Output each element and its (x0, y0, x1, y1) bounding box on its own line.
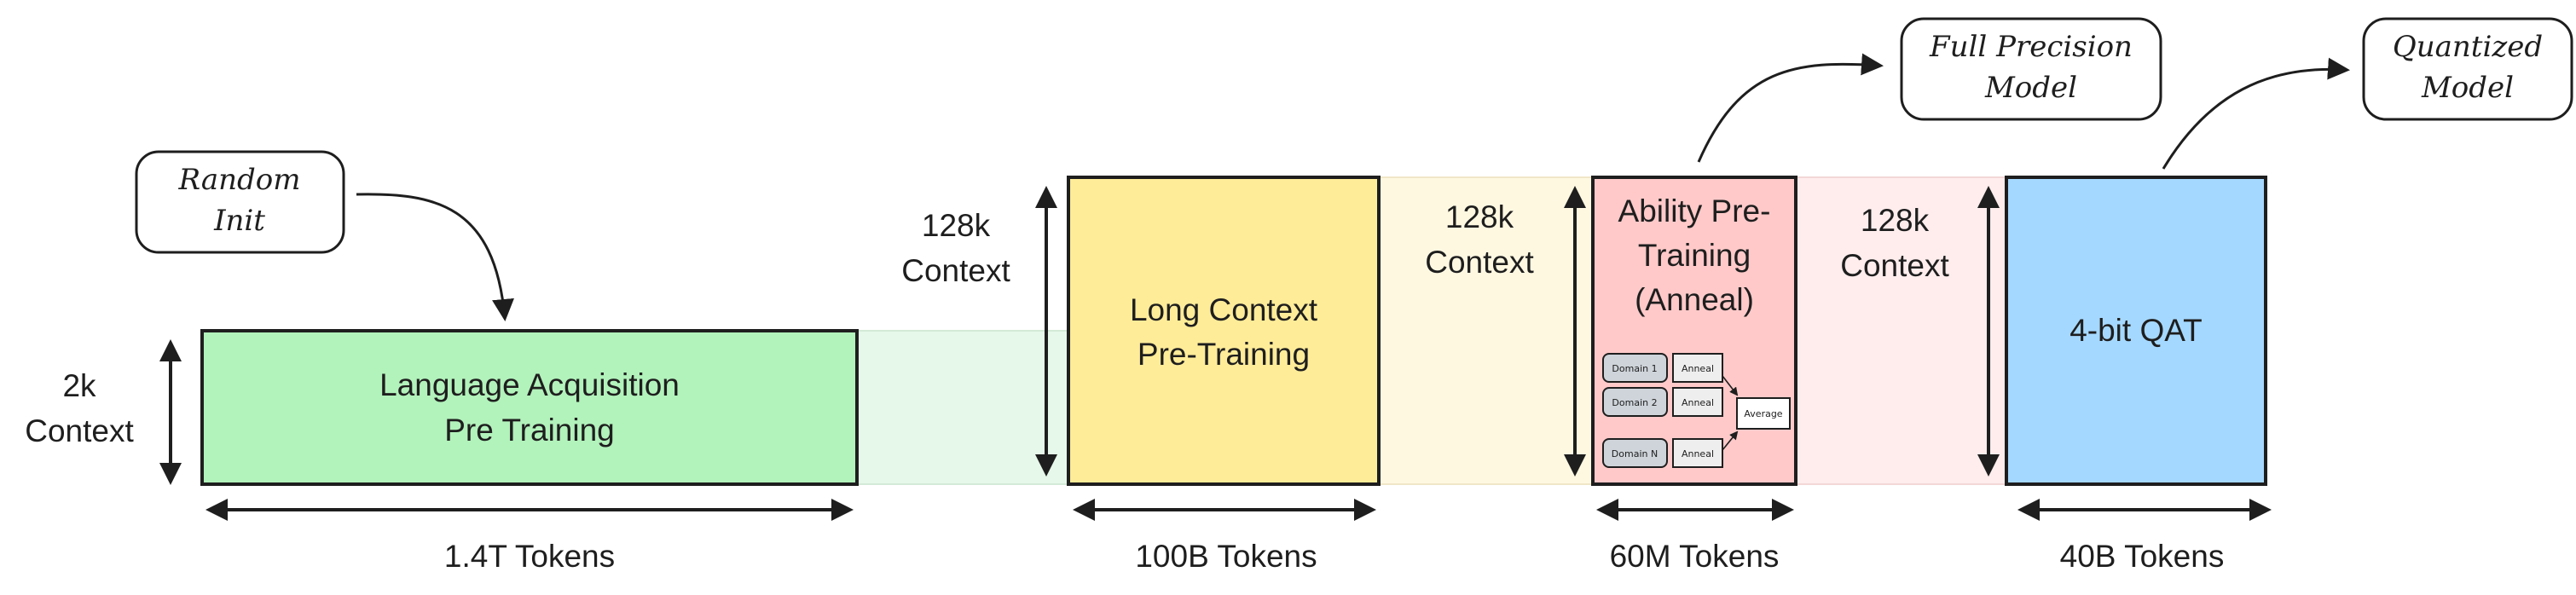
domain-2-box (1602, 387, 1668, 417)
quantized-line1: Quantized (2393, 30, 2543, 64)
long-context-2-value: 128k (1445, 199, 1514, 234)
short-context-label: Context (25, 413, 134, 448)
average-box (1736, 397, 1791, 430)
qat-tokens-label: 40B Tokens (2060, 539, 2225, 574)
anneal-label-n: Anneal (1682, 448, 1714, 459)
ability-transition-band (1795, 176, 2007, 485)
long-context-box (1067, 176, 1381, 486)
short-context-value: 2k (62, 368, 96, 403)
random-init-note (135, 150, 345, 254)
anneal-box-n (1672, 438, 1723, 468)
full-precision-arrow (1697, 53, 1884, 163)
full-precision-note (1900, 17, 2162, 121)
ability-pretraining-box (1591, 176, 1797, 486)
quantized-note (2362, 17, 2573, 121)
quantized-line2: Model (2421, 71, 2514, 105)
long-context-label-line2: Pre-Training (1137, 337, 1310, 372)
domain-n-box (1602, 438, 1668, 468)
ability-label-line3: (Anneal) (1635, 282, 1754, 317)
language-transition-band (856, 330, 1071, 485)
anneal-to-average-arrow-bottom (1722, 430, 1739, 451)
full-precision-line1: Full Precision (1929, 30, 2133, 64)
anneal-label-1: Anneal (1682, 363, 1714, 374)
long-context-label-line1: Long Context (1130, 292, 1318, 327)
long-context-2-label: Context (1425, 245, 1534, 280)
long-context-1-value: 128k (922, 208, 991, 243)
language-acquisition-box (200, 329, 859, 486)
language-stage-label-line2: Pre Training (444, 413, 615, 448)
long-context-1-label: Context (901, 253, 1010, 288)
qat-box (2005, 176, 2267, 486)
anneal-to-average-arrow-top (1722, 375, 1739, 396)
anneal-inset: Domain 1 Domain 2 Domain N Anneal Anneal… (1602, 353, 1791, 468)
long-context-3-label: Context (1840, 248, 1949, 283)
anneal-box-1 (1672, 353, 1723, 383)
language-stage-label-line1: Language Acquisition (379, 367, 680, 402)
quantized-arrow (2162, 57, 2350, 170)
long-context-tokens-label: 100B Tokens (1135, 539, 1317, 574)
random-init-arrow (356, 193, 514, 321)
language-tokens-label: 1.4T Tokens (444, 539, 615, 574)
random-init-line1: Random (177, 163, 300, 197)
domain-2-label: Domain 2 (1612, 397, 1657, 408)
domain-1-box (1602, 353, 1668, 383)
average-label: Average (1744, 408, 1782, 419)
ability-label-line2: Training (1638, 238, 1751, 273)
random-init-line2: Init (213, 204, 265, 238)
long-context-transition-band (1378, 176, 1595, 485)
domain-n-label: Domain N (1612, 448, 1658, 459)
anneal-box-2 (1672, 387, 1723, 417)
anneal-label-2: Anneal (1682, 397, 1714, 408)
long-context-3-value: 128k (1861, 203, 1930, 238)
domain-1-label: Domain 1 (1612, 363, 1657, 374)
qat-label: 4-bit QAT (2069, 313, 2203, 348)
full-precision-line2: Model (1984, 71, 2077, 105)
ability-tokens-label: 60M Tokens (1610, 539, 1780, 574)
ability-label-line1: Ability Pre- (1618, 194, 1771, 228)
